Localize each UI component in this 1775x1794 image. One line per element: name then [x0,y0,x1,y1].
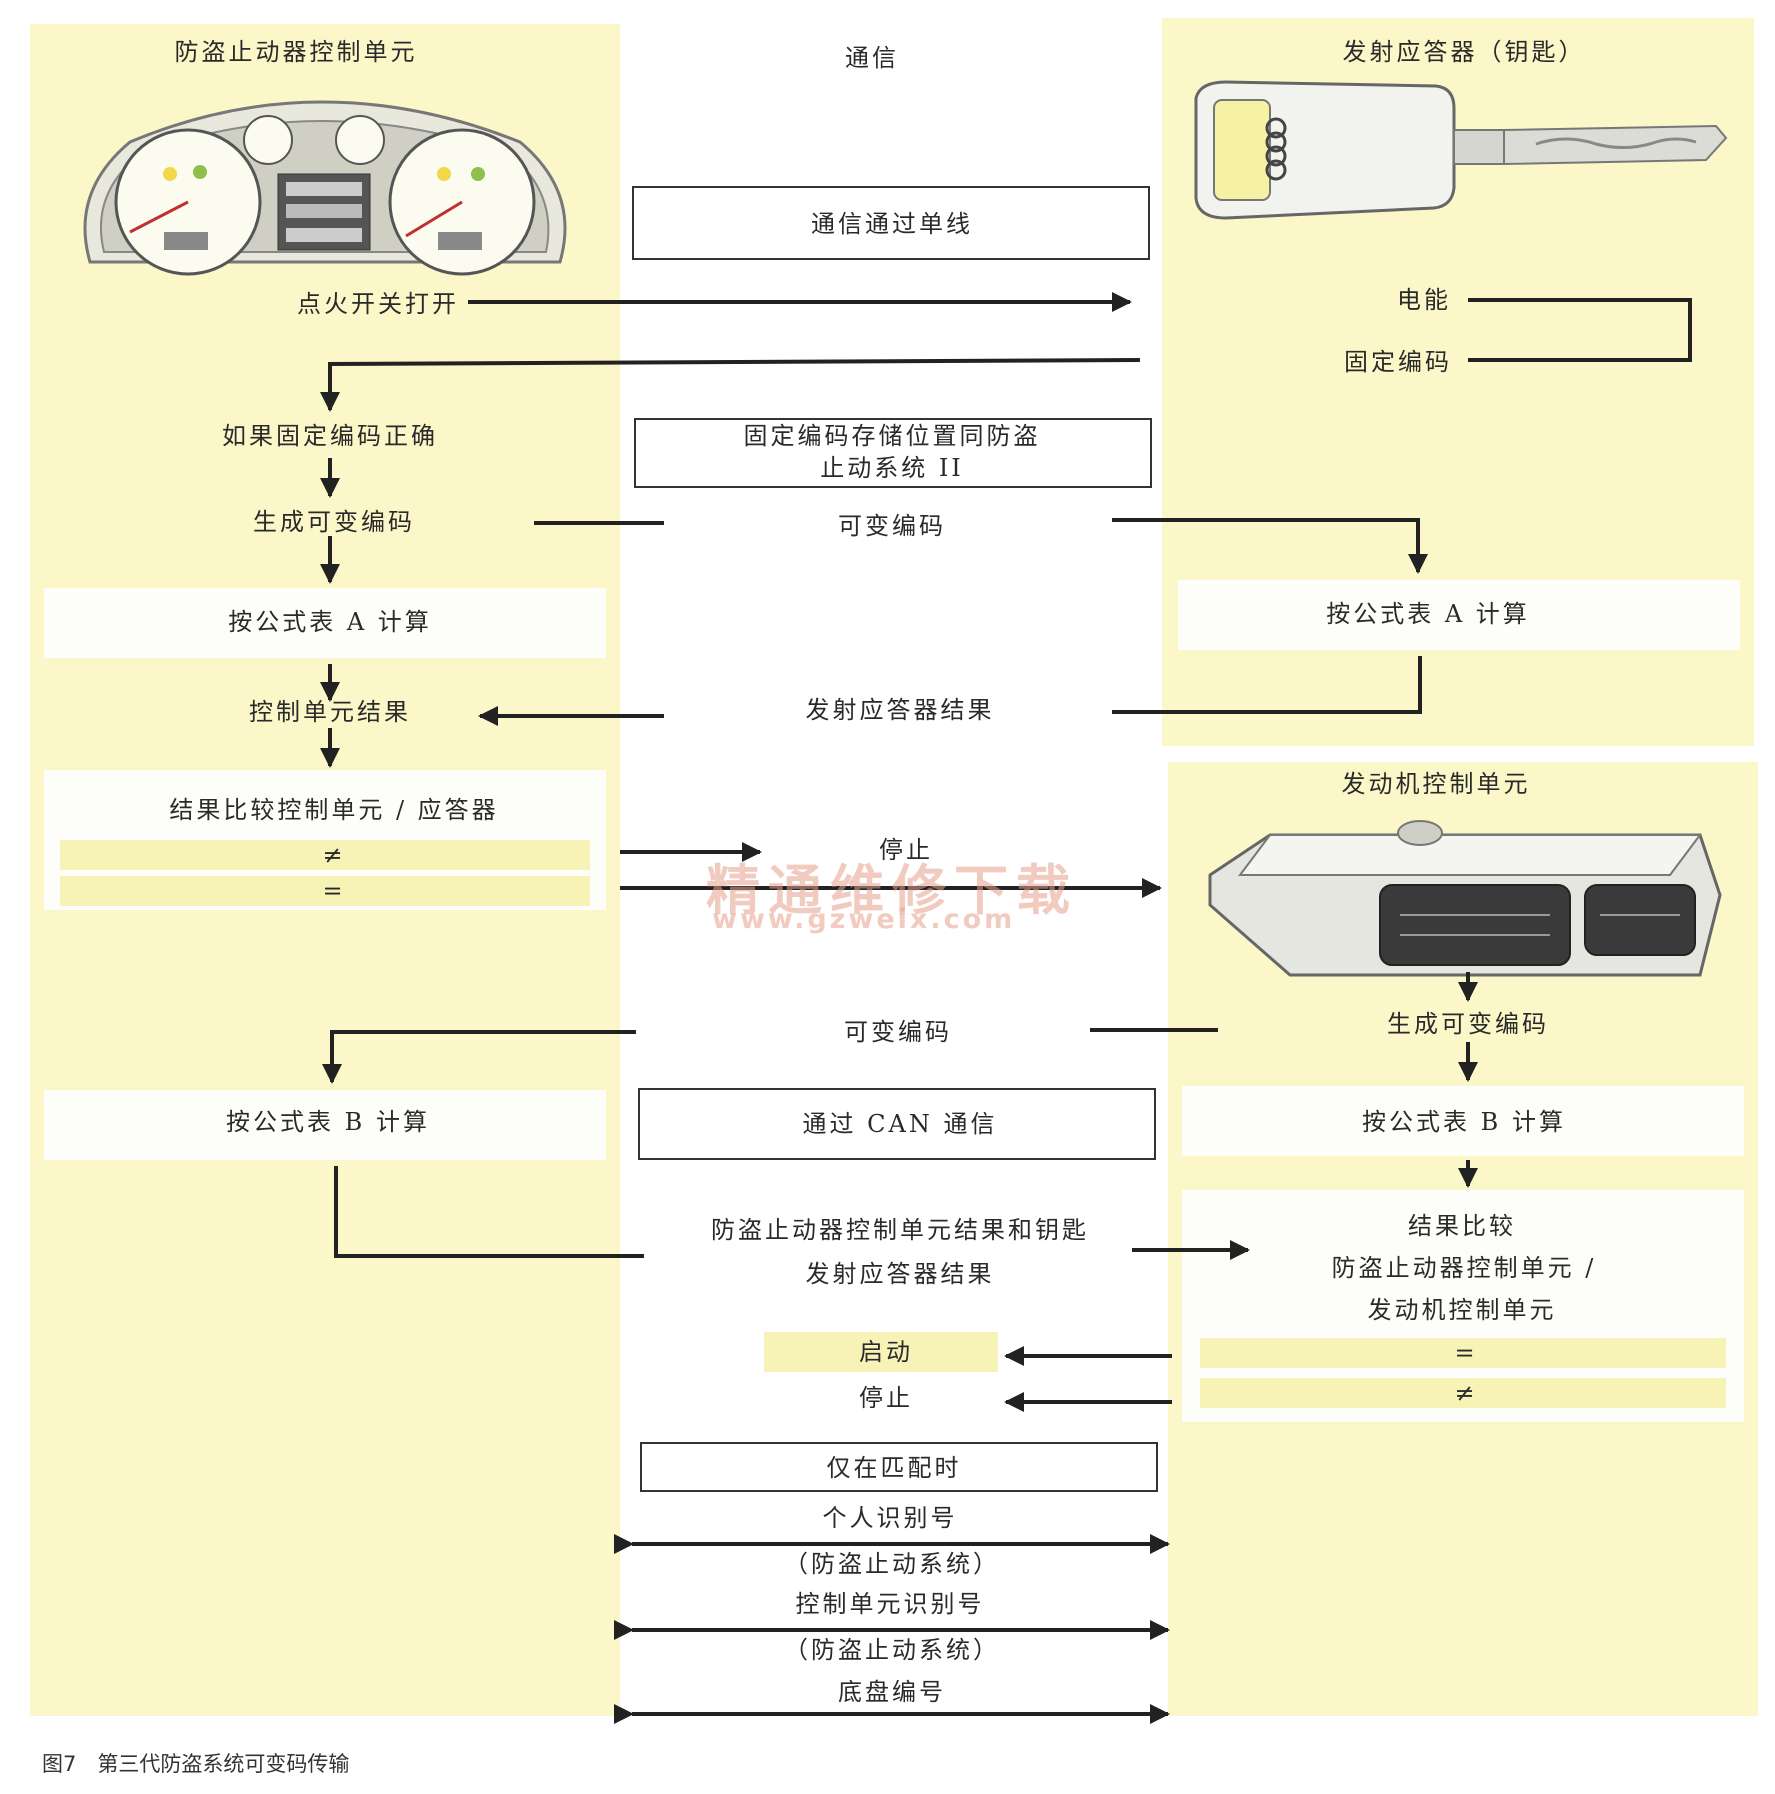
right-not-equal-bar [1200,1378,1726,1408]
watermark-url: www.gzweix.com [712,904,1016,935]
calc-table-a-right: 按公式表 A 计算 [1326,600,1530,628]
generate-variable-code-left: 生成可变编码 [253,508,415,536]
variable-code-label-1: 可变编码 [838,512,946,540]
engine-ecu-header: 发动机控制单元 [1341,770,1531,798]
not-equal-left: ≠ [322,841,346,869]
matching-label: 仅在匹配时 [826,1454,962,1482]
fixed-code-storage-line1: 固定编码存储位置同防盗 [743,422,1041,450]
compare-right-line1: 结果比较 [1408,1212,1516,1240]
left-calc-a-row [44,588,606,658]
compare-right-line2: 防盗止动器控制单元 / [1331,1254,1597,1282]
energy-label: 电能 [1397,286,1451,314]
transponder-header: 发射应答器（钥匙） [1342,38,1586,66]
transponder-result-label: 发射应答器结果 [805,696,995,724]
equal-left: = [322,877,346,905]
compare-right-line3: 发动机控制单元 [1367,1296,1557,1324]
stop-label-2: 停止 [859,1384,913,1412]
single-wire-box [632,186,1150,260]
chassis-number-label: 底盘编号 [838,1678,946,1706]
right-calc-b-row [1182,1086,1744,1156]
communication-header: 通信 [845,44,899,72]
calc-table-a-left: 按公式表 A 计算 [228,608,432,636]
start-bar [764,1332,998,1372]
fixed-code-storage-box [634,418,1152,488]
compare-title-left: 结果比较控制单元 / 应答器 [169,796,499,824]
immo-system-label-2: （防盗止动系统） [784,1636,1000,1664]
calc-table-b-left: 按公式表 B 计算 [226,1108,430,1136]
single-wire-label: 通信通过单线 [811,210,973,238]
fixed-code-correct-label: 如果固定编码正确 [222,422,438,450]
variable-code-label-2: 可变编码 [844,1018,952,1046]
can-box [638,1088,1156,1160]
equal-right: = [1454,1339,1478,1367]
instrument-cluster-image [83,100,567,276]
key-transponder-image [1194,80,1728,220]
immobilizer-header: 防盗止动器控制单元 [174,38,418,66]
fixed-code-label: 固定编码 [1344,348,1452,376]
results-line1: 防盗止动器控制单元结果和钥匙 [711,1216,1089,1244]
engine-ecu-image [1208,820,1722,977]
fixed-code-storage-line2: 止动系统 II [820,454,964,482]
stop-label-1: 停止 [879,836,933,864]
ignition-on-label: 点火开关打开 [297,290,459,318]
left-equal-bar [60,876,590,906]
results-line2: 发射应答器结果 [805,1260,995,1288]
ecu-id-label: 控制单元识别号 [795,1590,985,1618]
can-label: 通过 CAN 通信 [802,1110,998,1138]
not-equal-right: ≠ [1454,1379,1478,1407]
matching-box [640,1442,1158,1492]
right-calc-a-row [1178,580,1740,650]
generate-variable-code-right: 生成可变编码 [1387,1010,1549,1038]
personal-id-label: 个人识别号 [822,1504,958,1532]
left-not-equal-bar [60,840,590,870]
immo-system-label-1: （防盗止动系统） [784,1550,1000,1578]
figure-caption: 图7 第三代防盗系统可变码传输 [42,1752,350,1776]
start-label: 启动 [859,1338,913,1366]
calc-table-b-right: 按公式表 B 计算 [1362,1108,1566,1136]
ecu-result-label: 控制单元结果 [249,698,411,726]
watermark-text: 精通维修下载 [706,858,1078,922]
left-calc-b-row [44,1090,606,1160]
right-equal-bar [1200,1338,1726,1368]
